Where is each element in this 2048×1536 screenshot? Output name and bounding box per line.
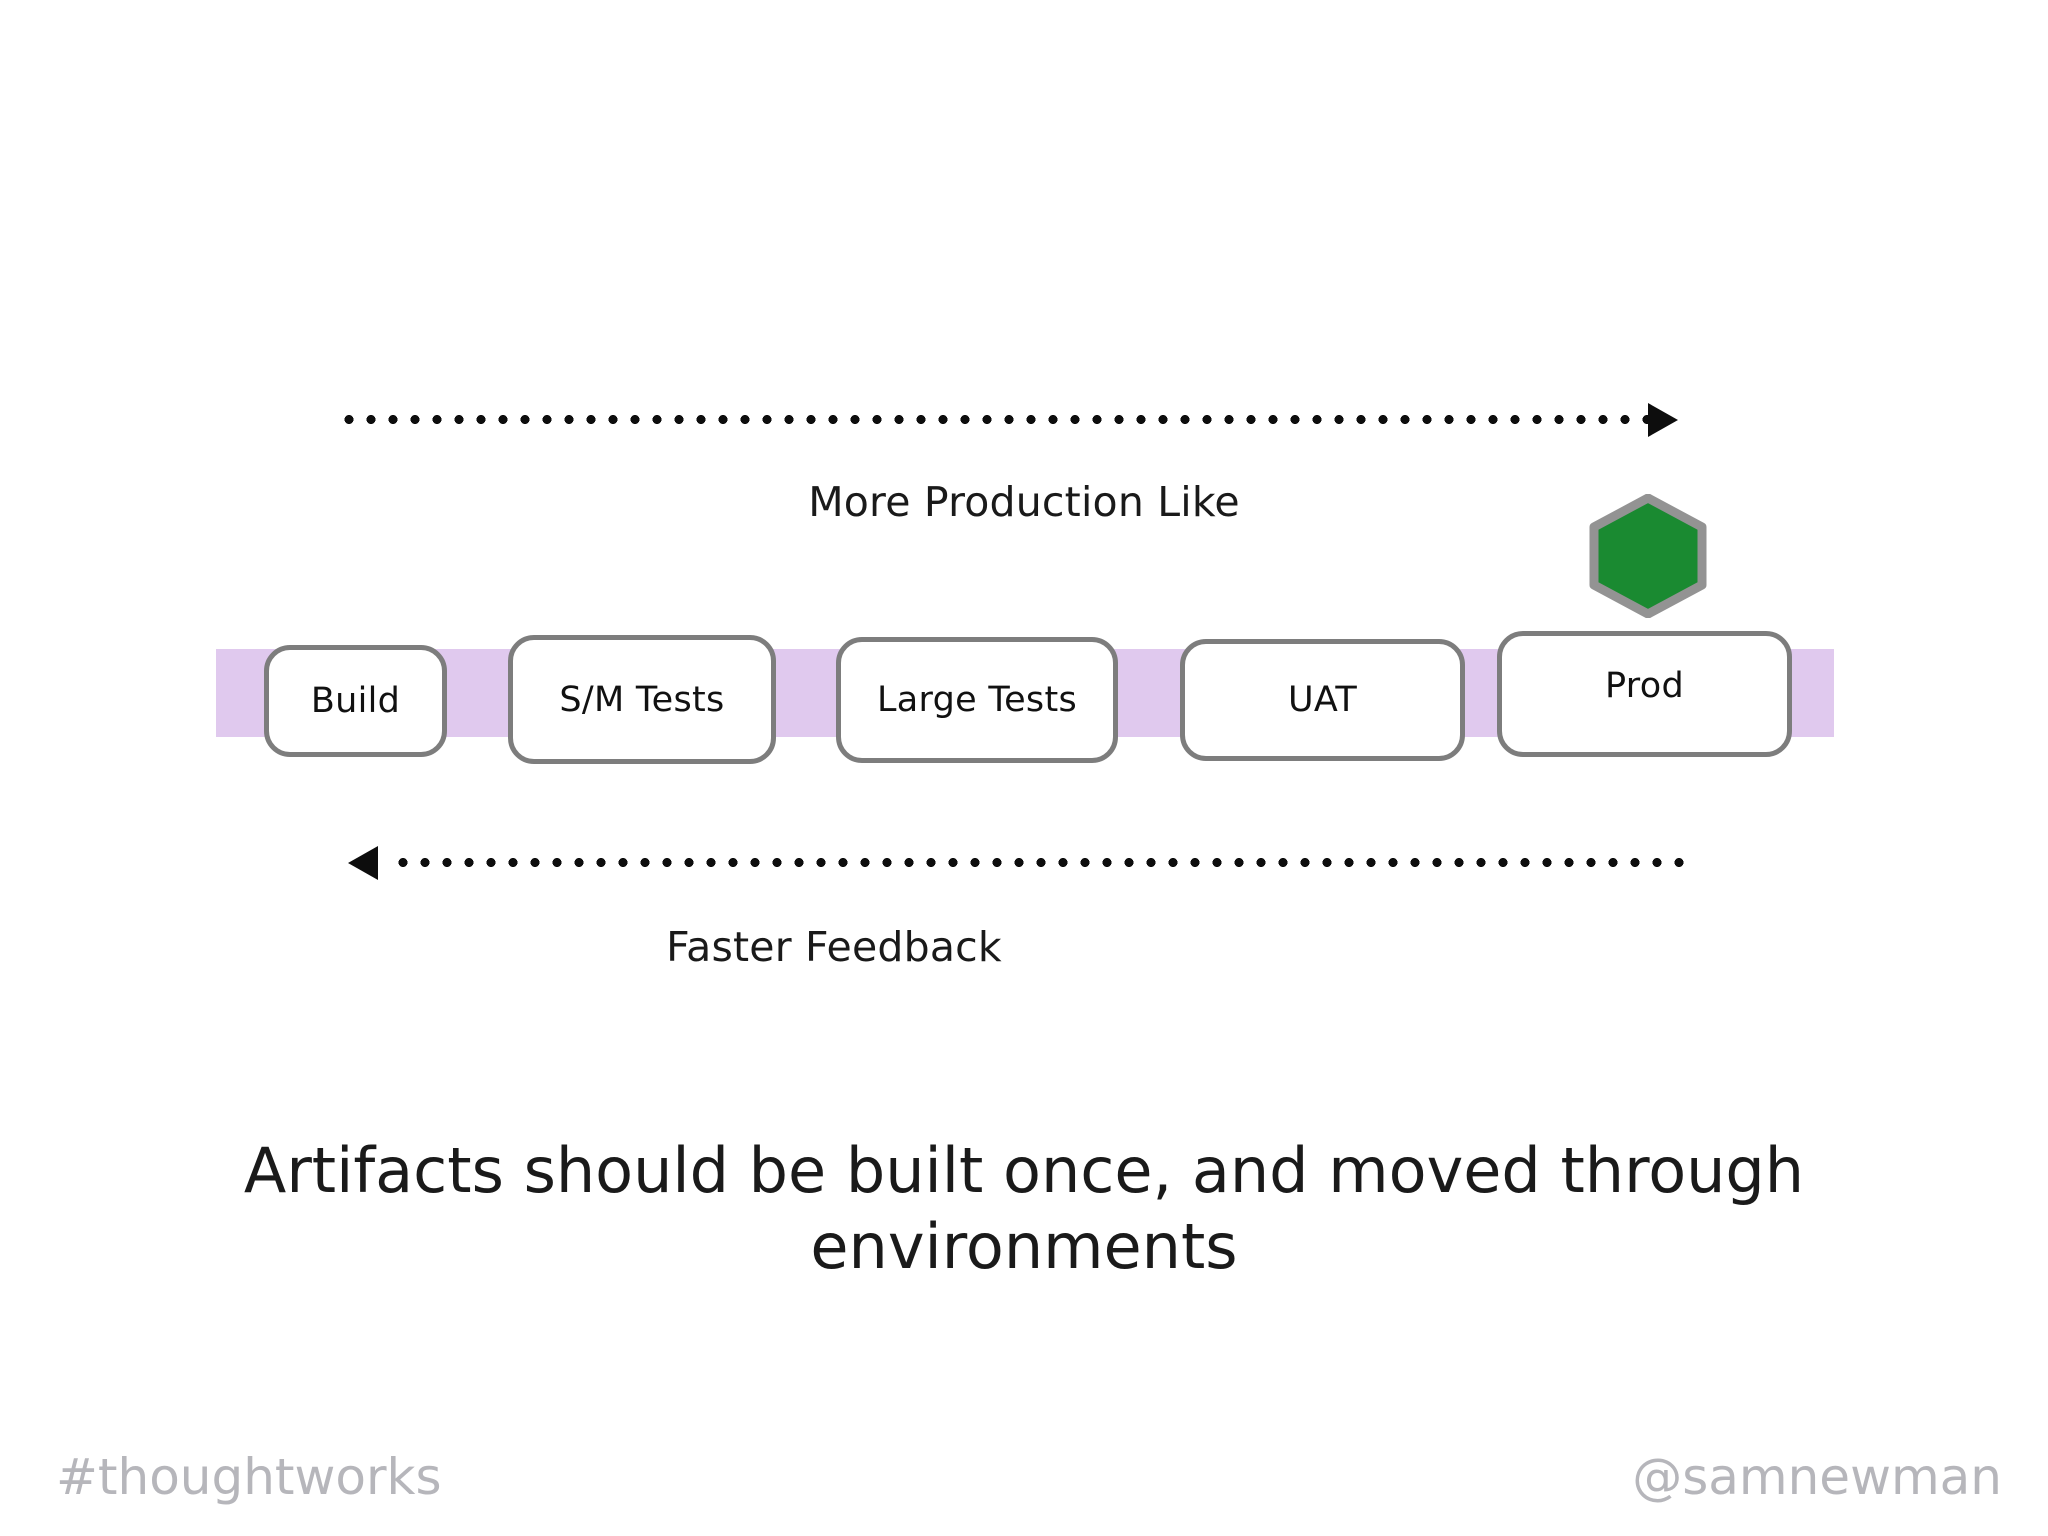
faster-feedback-label: Faster Feedback: [666, 923, 1002, 971]
stage-prod[interactable]: Prod: [1497, 631, 1792, 757]
footer-hashtag: #thoughtworks: [56, 1448, 442, 1506]
footer-handle: @samnewman: [1632, 1448, 2002, 1506]
caption-line-1: Artifacts should be built once, and move…: [243, 1134, 1805, 1207]
stage-uat-label: UAT: [1287, 680, 1358, 720]
artifact-hexagon-svg: [1589, 493, 1707, 619]
more-production-like-dotted-line: [338, 415, 1648, 424]
stage-build-label: Build: [310, 681, 401, 721]
stage-sm-tests-label: S/M Tests: [559, 679, 725, 720]
stage-large-tests[interactable]: Large Tests: [836, 637, 1118, 763]
stage-build[interactable]: Build: [264, 645, 447, 757]
stage-large-tests-label: Large Tests: [876, 680, 1078, 720]
stage-sm-tests[interactable]: S/M Tests: [508, 635, 776, 764]
more-production-like-arrowhead-icon: [1648, 403, 1678, 437]
artifact-hexagon-icon: [1586, 493, 1710, 619]
stage-uat[interactable]: UAT: [1180, 639, 1465, 761]
slide-caption: Artifacts should be built once, and move…: [0, 1133, 2048, 1284]
more-production-like-label: More Production Like: [808, 478, 1240, 526]
caption-line-2: environments: [810, 1209, 1238, 1283]
stage-prod-label: Prod: [1605, 666, 1684, 706]
faster-feedback-dotted-line: [392, 858, 1694, 867]
faster-feedback-arrowhead-icon: [348, 846, 378, 880]
